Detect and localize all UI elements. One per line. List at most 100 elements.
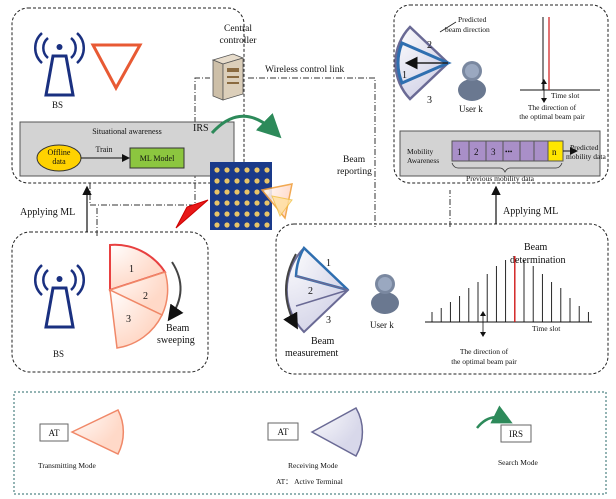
user-k-icon-top: [458, 61, 486, 101]
beam-measurement-label-1: Beam: [311, 336, 335, 347]
irs-panel: [210, 162, 272, 230]
irs-element: [254, 189, 260, 195]
irs-element: [234, 200, 240, 206]
irs-element: [224, 211, 230, 217]
legend-at-box-2: [267, 422, 299, 441]
irs-element: [254, 222, 260, 228]
bs-tower-icon: [33, 32, 86, 97]
user-k-label-top: User k: [459, 104, 483, 114]
tx-sector-1: [109, 243, 167, 292]
irs-element: [234, 211, 240, 217]
irs-element: [264, 211, 270, 217]
irs-element: [234, 189, 240, 195]
seq-item-3: 3: [491, 147, 496, 157]
irs-element: [264, 222, 270, 228]
irs-element: [224, 189, 230, 195]
central-controller-icon: [211, 53, 245, 101]
user-k-label-bottom: User k: [370, 320, 394, 330]
bs-to-irs-beam: [175, 199, 209, 229]
predicted-dir-label-1: Predicted: [458, 15, 487, 24]
bottom-optimal-label-2: the optimal beam pair: [451, 357, 517, 366]
irs-element: [254, 200, 260, 206]
tx-sector-3: [109, 288, 164, 349]
irs-element: [234, 178, 240, 184]
bs-label-top: BS: [52, 100, 63, 110]
legend-transmit-beam: [70, 409, 125, 455]
situational-awareness-label: Situational awareness: [92, 127, 162, 136]
legend-search-arrow: [476, 405, 513, 429]
irs-element: [214, 200, 220, 206]
irs-element: [244, 222, 250, 228]
irs-element: [254, 167, 260, 173]
applying-ml-right-label: Applying ML: [503, 206, 558, 217]
irs-element: [224, 222, 230, 228]
predicted-beam-sector: [396, 41, 452, 85]
top-time-axis: [520, 17, 600, 103]
irs-element: [224, 167, 230, 173]
seq-item-dots: •••: [505, 148, 513, 156]
bs-ml-panel: [11, 7, 245, 184]
bottom-optimal-label-1: The direction of: [460, 347, 509, 356]
br-sector-label-3: 3: [326, 315, 331, 326]
train-label: Train: [95, 145, 112, 154]
beam-determination-label-2: determination: [510, 255, 566, 266]
br-sector-label-1: 1: [326, 258, 331, 269]
beam-sweeping-panel: [11, 231, 209, 373]
top-time-slot-label: Time slot: [551, 91, 580, 100]
irs-element: [224, 200, 230, 206]
mobility-label-2: Awareness: [407, 156, 439, 165]
user-ml-panel: [393, 4, 609, 184]
top-sector-label-3: 3: [427, 95, 432, 106]
predicted-mob-label-1: Predicted: [570, 143, 599, 152]
irs-element: [244, 200, 250, 206]
ml-model-label: ML Model: [140, 154, 175, 163]
legend-irs-label: IRS: [509, 429, 523, 439]
user-k-icon-bottom: [371, 274, 399, 314]
irs-element: [244, 211, 250, 217]
beam-determination-label-1: Beam: [524, 242, 548, 253]
mobility-label-1: Mobility: [407, 147, 434, 156]
predicted-dir-label-2: beam direction: [445, 25, 490, 34]
irs-search-arrow: [210, 112, 282, 139]
sweeping-arrow: [167, 261, 184, 322]
wireless-link-label: Wireless control link: [265, 65, 345, 75]
bs-tower-icon-bottom: [33, 264, 86, 329]
irs-element: [214, 178, 220, 184]
irs-element: [214, 167, 220, 173]
beam-determination-stems: [425, 256, 592, 337]
ml-model-box: [129, 147, 185, 169]
legend-receiving-mode: Receiving Mode: [288, 461, 338, 470]
predicted-mob-label-2: mobility data: [566, 152, 606, 161]
irs-element: [214, 222, 220, 228]
central-controller-label-1: Central: [224, 24, 252, 34]
top-sector-label-1: 1: [402, 70, 407, 81]
beam-measurement-panel: [275, 223, 609, 375]
beam-sweeping-label-1: Beam: [166, 323, 190, 334]
bl-sector-label-2: 2: [143, 291, 148, 302]
central-controller-label-2: controller: [220, 36, 258, 46]
irs-label-center: IRS: [193, 123, 209, 134]
seq-item-2: 2: [474, 147, 479, 157]
irs-element: [264, 178, 270, 184]
irs-element: [234, 222, 240, 228]
beam-reporting-label-2: reporting: [337, 167, 372, 177]
legend-transmitting-mode: Transmitting Mode: [38, 461, 97, 470]
rx-sector-divider-2: [295, 289, 349, 307]
top-optimal-label-1: The direction of: [528, 103, 577, 112]
seq-item-n: n: [552, 147, 557, 157]
irs-element: [224, 178, 230, 184]
irs-element: [214, 189, 220, 195]
previous-mobility-brace: [451, 162, 563, 173]
legend-at-box-1: [39, 423, 69, 442]
transmit-beam-icon: [90, 43, 143, 92]
predicted-dir-callout: [439, 21, 457, 33]
irs-element: [254, 178, 260, 184]
irs-element: [244, 167, 250, 173]
irs-reflected-beam-2: [271, 195, 293, 218]
irs-element: [264, 200, 270, 206]
offline-data-label-2: data: [52, 157, 66, 166]
measurement-arrow: [283, 253, 298, 330]
irs-element: [214, 211, 220, 217]
